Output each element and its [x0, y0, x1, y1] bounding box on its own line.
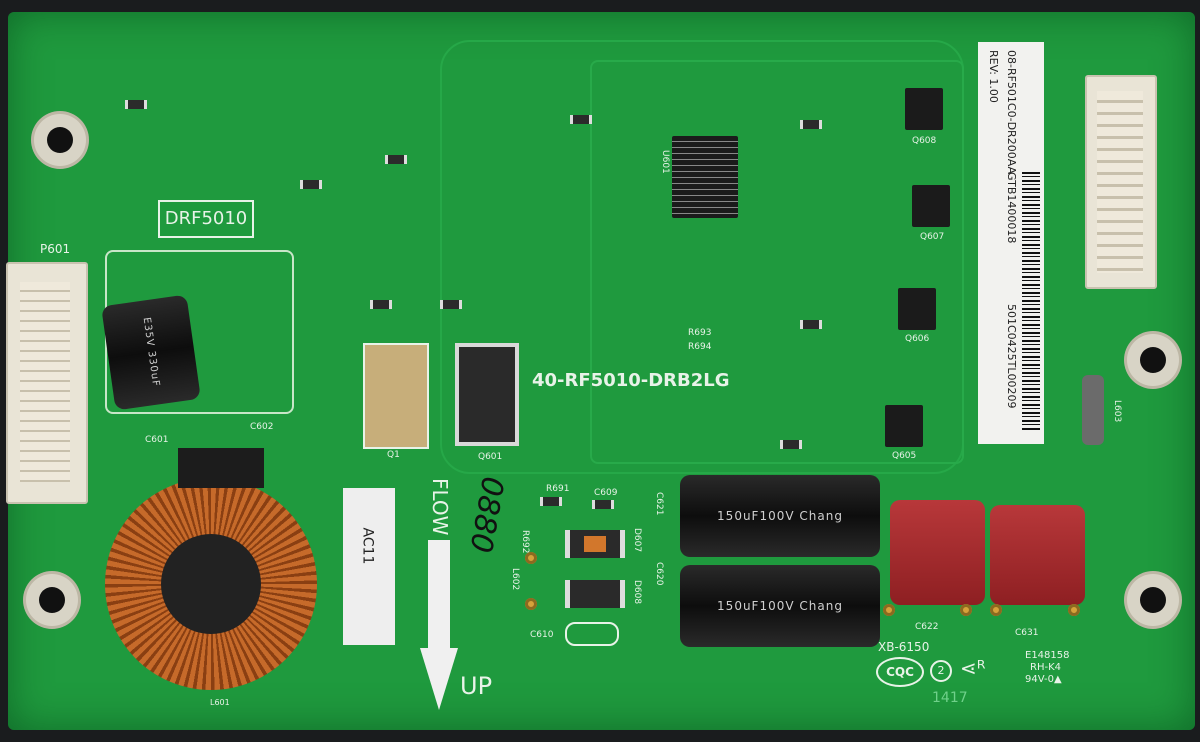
smd-resistor-r691	[540, 497, 562, 506]
ic-q607	[912, 185, 950, 227]
smd-resistor	[800, 320, 822, 329]
label-c621: C621	[654, 492, 664, 516]
barcode-sticker: REV: 1.00 08-RF501C0-DR200AA GTB1400018 …	[978, 42, 1044, 444]
ul-file-number: E148158	[1025, 650, 1070, 661]
label-r693: R693	[688, 328, 712, 338]
label-r694: R694	[688, 342, 712, 352]
smd-resistor	[385, 155, 407, 164]
label-d608: D608	[632, 580, 642, 605]
smd-resistor	[300, 180, 322, 189]
inductor-holder	[178, 448, 264, 488]
electrolytic-capacitor-small: E35V 330uF	[101, 294, 201, 411]
film-capacitor-c622	[890, 500, 985, 605]
label-r692: R692	[520, 530, 530, 554]
label-r691: R691	[546, 484, 570, 494]
label-c622: C622	[915, 622, 939, 632]
label-p601: P601	[40, 242, 71, 256]
label-c610: C610	[530, 630, 554, 640]
label-c609: C609	[594, 488, 618, 498]
ic-q605	[885, 405, 923, 447]
up-label: UP	[460, 672, 493, 700]
solder-pad	[883, 604, 895, 616]
diode-d607	[565, 530, 625, 558]
sticker-code: 08-RF501C0-DR200AA	[1005, 50, 1018, 175]
smd-capacitor-c609	[592, 500, 614, 509]
sticker-rev: REV: 1.00	[987, 50, 1000, 103]
solder-pad	[960, 604, 972, 616]
recycling-mark: 2	[930, 660, 952, 682]
solder-pad	[1068, 604, 1080, 616]
solder-pad	[990, 604, 1002, 616]
label-q607: Q607	[920, 232, 945, 242]
solder-pad	[525, 598, 537, 610]
capacitor-text: 150uF100V Chang	[717, 509, 843, 523]
sticker-serial2: 501C0425TL00209	[1005, 304, 1018, 409]
board-code: XB-6150	[878, 640, 930, 654]
smd-resistor	[440, 300, 462, 309]
flow-label: FLOW	[428, 478, 452, 536]
smd-resistor	[125, 100, 147, 109]
sticker-serial1: GTB1400018	[1005, 172, 1018, 244]
flammability-rating: 94V-0▲	[1025, 674, 1062, 685]
arrow-shaft	[428, 540, 450, 650]
date-code: 1417	[932, 690, 968, 706]
smd-resistor	[780, 440, 802, 449]
mounting-hole	[1127, 334, 1179, 386]
model-label: DRF5010	[158, 200, 254, 238]
ul-logo-icon: ⋖ᴿ	[960, 656, 986, 680]
ic-u601	[672, 136, 738, 218]
axial-inductor-l603	[1082, 375, 1104, 445]
part-number: 40-RF5010-DRB2LG	[532, 370, 730, 391]
label-c602: C602	[250, 422, 274, 432]
mounting-hole	[26, 574, 78, 626]
connector-right	[1085, 75, 1157, 289]
label-l602: L602	[510, 568, 520, 591]
label-q605: Q605	[892, 451, 917, 461]
label-c631: C631	[1015, 628, 1039, 638]
capacitor-text: E35V 330uF	[140, 316, 162, 389]
mounting-hole	[34, 114, 86, 166]
diode-d608	[565, 580, 625, 608]
film-capacitor-c631	[990, 505, 1085, 605]
ac-sticker: AC11	[343, 488, 395, 645]
label-c620: C620	[654, 562, 664, 586]
electrolytic-capacitor-c620: 150uF100V Chang	[680, 565, 880, 647]
transistor-q601	[455, 343, 519, 446]
label-d607: D607	[632, 528, 642, 553]
connector-p601	[6, 262, 88, 504]
ac-sticker-text: AC11	[359, 527, 376, 565]
toroidal-inductor	[105, 478, 317, 690]
label-c601: C601	[145, 435, 169, 445]
smd-resistor	[370, 300, 392, 309]
label-q601: Q601	[478, 452, 503, 462]
capacitor-text: 150uF100V Chang	[717, 599, 843, 613]
smd-resistor	[570, 115, 592, 124]
arrow-down-icon	[420, 648, 458, 710]
solder-pad	[525, 552, 537, 564]
ic-q606	[898, 288, 936, 330]
smd-resistor	[800, 120, 822, 129]
electrolytic-capacitor-c621: 150uF100V Chang	[680, 475, 880, 557]
ic-q608	[905, 88, 943, 130]
copper-trace	[590, 60, 964, 464]
label-q608: Q608	[912, 136, 937, 146]
ul-type: RH-K4	[1030, 662, 1061, 673]
barcode	[1022, 172, 1040, 432]
capacitor-c610-outline	[565, 622, 619, 646]
mounting-hole	[1127, 574, 1179, 626]
label-q606: Q606	[905, 334, 930, 344]
label-l603: L603	[1112, 400, 1122, 423]
label-q1: Q1	[387, 450, 400, 460]
transistor-q1-pad	[363, 343, 429, 449]
label-u601: U601	[660, 150, 670, 174]
label-l601: L601	[210, 698, 230, 707]
cqc-logo: CQC	[876, 657, 924, 687]
